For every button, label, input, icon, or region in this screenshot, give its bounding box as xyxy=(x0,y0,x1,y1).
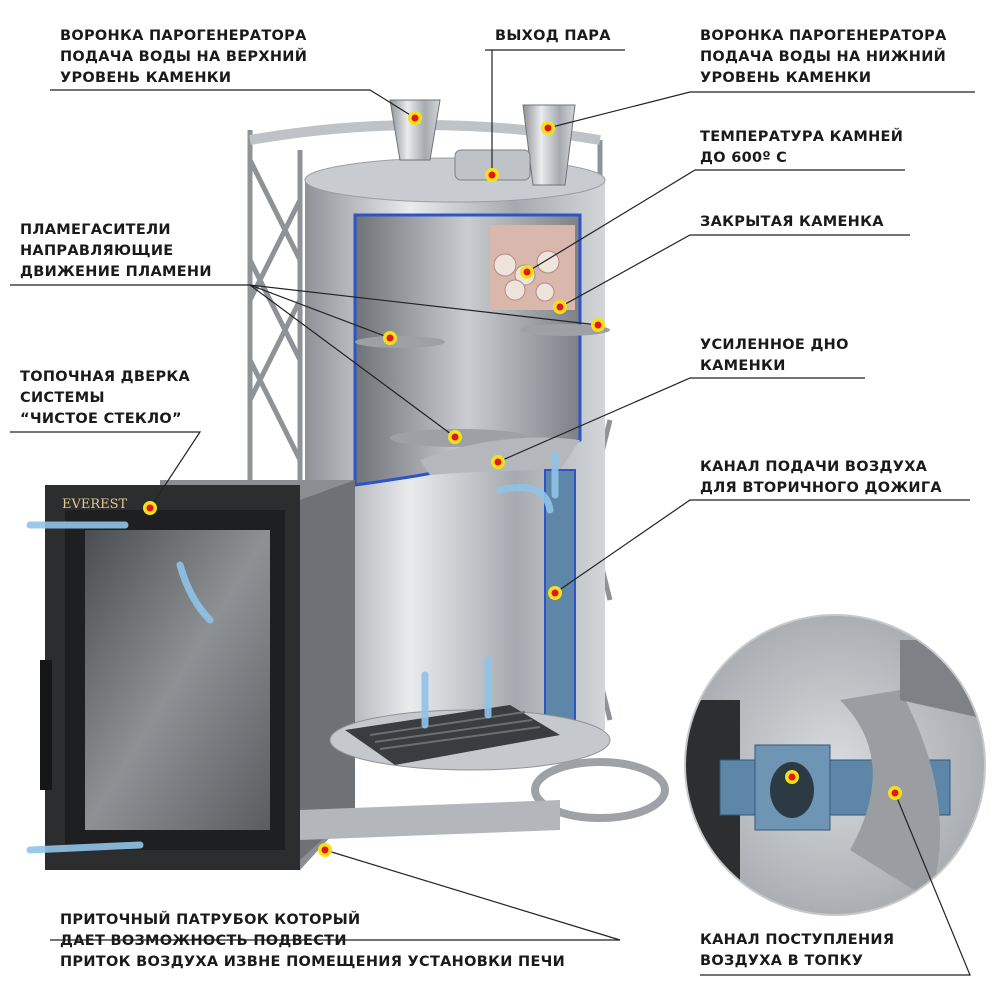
label-line: КАМЕНКИ xyxy=(700,358,786,374)
marker xyxy=(541,121,555,135)
label-line: ТЕМПЕРАТУРА КАМНЕЙ xyxy=(700,129,904,145)
label-secondary-air: КАНАЛ ПОДАЧИ ВОЗДУХА ДЛЯ ВТОРИЧНОГО ДОЖИ… xyxy=(700,457,942,499)
label-line: ТОПОЧНАЯ ДВЕРКА xyxy=(20,369,191,385)
label-line: ПОДАЧА ВОДЫ НА ВЕРХНИЙ xyxy=(60,49,308,65)
label-line: ПЛАМЕГАСИТЕЛИ xyxy=(20,222,171,238)
label-inlet-pipe: ПРИТОЧНЫЙ ПАТРУБОК КОТОРЫЙ ДАЕТ ВОЗМОЖНО… xyxy=(60,910,565,973)
label-steam-outlet: ВЫХОД ПАРА xyxy=(495,26,611,47)
funnel-upper xyxy=(389,99,441,161)
marker xyxy=(408,111,422,125)
marker xyxy=(143,501,157,515)
label-line: НАПРАВЛЯЮЩИЕ xyxy=(20,243,174,259)
label-line: ДО 600º С xyxy=(700,150,788,166)
label-stone-temp: ТЕМПЕРАТУРА КАМНЕЙ ДО 600º С xyxy=(700,127,903,169)
label-line: ПРИТОК ВОЗДУХА ИЗВНЕ ПОМЕЩЕНИЯ УСТАНОВКИ… xyxy=(60,954,566,970)
callout-markers xyxy=(143,111,902,857)
label-funnel-lower: ВОРОНКА ПАРОГЕНЕРАТОРА ПОДАЧА ВОДЫ НА НИ… xyxy=(700,26,947,89)
label-reinforced-bottom: УСИЛЕННОЕ ДНО КАМЕНКИ xyxy=(700,335,849,377)
label-line: ПОДАЧА ВОДЫ НА НИЖНИЙ xyxy=(700,49,947,65)
marker xyxy=(548,586,562,600)
everest-logo: EVEREST xyxy=(62,497,128,512)
label-line: ЗАКРЫТАЯ КАМЕНКА xyxy=(700,214,884,230)
label-line: КАНАЛ ПОСТУПЛЕНИЯ xyxy=(700,932,895,948)
leader-lines xyxy=(10,49,975,976)
label-line: ДЛЯ ВТОРИЧНОГО ДОЖИГА xyxy=(700,480,942,496)
label-line: УРОВЕНЬ КАМЕНКИ xyxy=(60,70,232,86)
air-inlet-detail xyxy=(685,615,985,915)
label-line: УРОВЕНЬ КАМЕНКИ xyxy=(700,70,872,86)
marker xyxy=(318,843,332,857)
marker xyxy=(591,318,605,332)
label-line: СИСТЕМЫ xyxy=(20,390,105,406)
label-line: ДАЕТ ВОЗМОЖНОСТЬ ПОДВЕСТИ xyxy=(60,933,347,949)
marker xyxy=(553,300,567,314)
label-line: ПРИТОЧНЫЙ ПАТРУБОК КОТОРЫЙ xyxy=(60,912,361,928)
label-line: ВЫХОД ПАРА xyxy=(495,28,611,44)
marker xyxy=(520,265,534,279)
label-line: ВОЗДУХА В ТОПКУ xyxy=(700,953,864,969)
marker xyxy=(888,786,902,800)
label-closed-heater: ЗАКРЫТАЯ КАМЕНКА xyxy=(700,212,884,233)
marker xyxy=(785,770,799,784)
marker xyxy=(383,331,397,345)
marker xyxy=(491,455,505,469)
label-line: “ЧИСТОЕ СТЕКЛО” xyxy=(20,411,182,427)
label-funnel-upper: ВОРОНКА ПАРОГЕНЕРАТОРА ПОДАЧА ВОДЫ НА ВЕ… xyxy=(60,26,307,89)
label-line: ВОРОНКА ПАРОГЕНЕРАТОРА xyxy=(60,28,307,44)
marker xyxy=(448,430,462,444)
label-firebox-door: ТОПОЧНАЯ ДВЕРКА СИСТЕМЫ “ЧИСТОЕ СТЕКЛО” xyxy=(20,367,190,430)
inset-circle xyxy=(684,614,986,916)
label-line: УСИЛЕННОЕ ДНО xyxy=(700,337,849,353)
label-firebox-air: КАНАЛ ПОСТУПЛЕНИЯ ВОЗДУХА В ТОПКУ xyxy=(700,930,894,972)
marker xyxy=(485,168,499,182)
label-line: КАНАЛ ПОДАЧИ ВОЗДУХА xyxy=(700,459,928,475)
label-line: ВОРОНКА ПАРОГЕНЕРАТОРА xyxy=(700,28,947,44)
label-line: ДВИЖЕНИЕ ПЛАМЕНИ xyxy=(20,264,212,280)
label-flame-dampers: ПЛАМЕГАСИТЕЛИ НАПРАВЛЯЮЩИЕ ДВИЖЕНИЕ ПЛАМ… xyxy=(20,220,212,283)
